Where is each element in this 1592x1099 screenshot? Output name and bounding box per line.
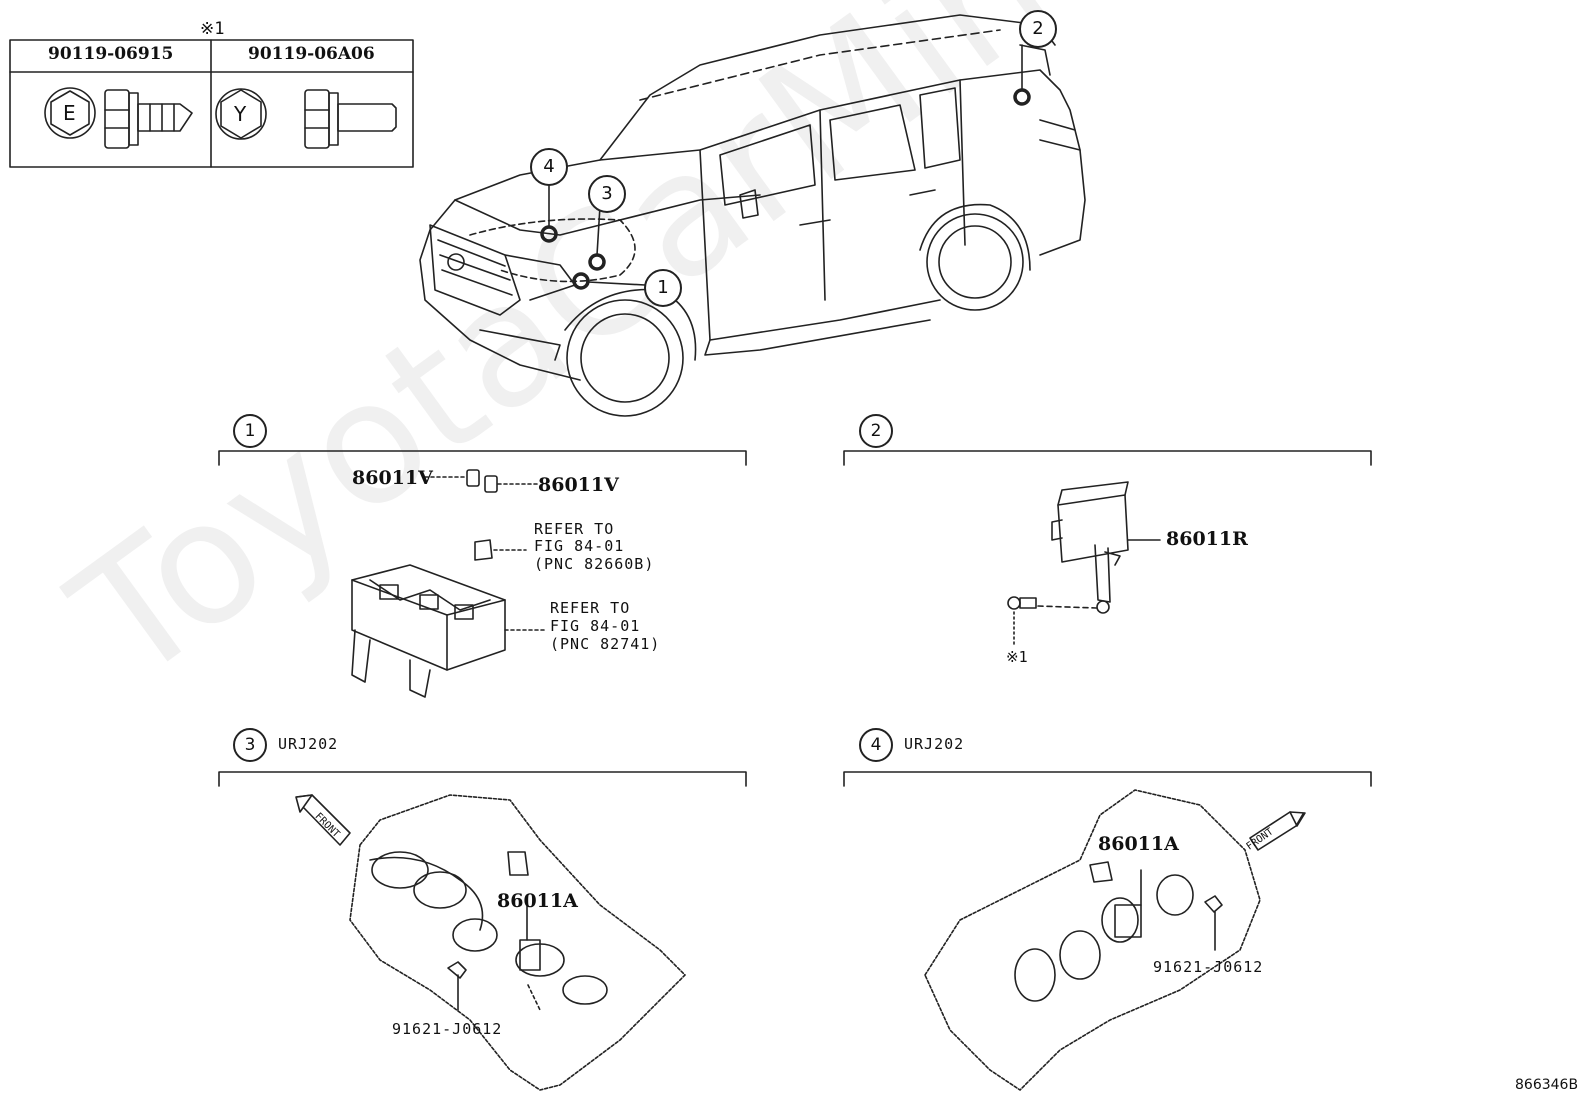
refer-line-1c: (PNC 82660B) [534,555,655,573]
vehicle-callout-1: 1 [644,269,682,307]
section-brackets [218,450,1372,787]
section-2-number: 2 [859,414,893,448]
fuse-pair-drawing [424,469,538,493]
section-4-model: URJ202 [904,735,965,753]
engine-bank-left-drawing [295,794,686,1091]
refer-line-2b: FIG 84-01 [550,617,641,635]
nut-letter-e: E [63,101,76,125]
section-4-bolt-number: 91621-J0612 [1153,958,1264,976]
flange-bolt-y-icon [304,89,397,149]
refer-line-1a: REFER TO [534,520,615,538]
bolt-drawing [1007,596,1037,646]
vehicle-callout-3: 3 [588,175,626,213]
figure-id: 866346B [1515,1077,1579,1093]
refer-line-1b: FIG 84-01 [534,537,625,555]
bolt-mark: ※1 [1006,648,1028,666]
sensor-part-number: 86011R [1166,528,1248,550]
section-3-part-number: 86011A [497,890,578,912]
fastener-mark: ※1 [200,19,225,39]
fastener-table-frame [9,39,414,168]
vehicle-callout-2: 2 [1019,10,1057,48]
bolt-part-number-1: 90119-06915 [48,44,174,64]
section-1-number: 1 [233,414,267,448]
vehicle-outline-drawing [419,14,1086,417]
section-4-part-number: 86011A [1098,833,1179,855]
vehicle-callout-4: 4 [530,148,568,186]
section-3-bolt-number: 91621-J0612 [392,1020,503,1038]
sensor-module-drawing [1037,481,1161,614]
section-3-number: 3 [233,728,267,762]
refer-line-2a: REFER TO [550,599,631,617]
flange-bolt-e-icon [104,89,193,149]
section-3-model: URJ202 [278,735,339,753]
hex-nut-y-icon [215,88,267,140]
engine-bank-right-drawing [924,789,1306,1091]
bolt-part-number-2: 90119-06A06 [248,44,375,64]
nut-letter-y: Y [234,102,247,126]
relay-drawing [474,539,527,561]
fuse-part-number-right: 86011V [538,474,619,496]
section-4-number: 4 [859,728,893,762]
relay-block-drawing [351,564,547,698]
hex-nut-e-icon [44,87,96,139]
fuse-part-number-left: 86011V [352,467,433,489]
refer-line-2c: (PNC 82741) [550,635,661,653]
